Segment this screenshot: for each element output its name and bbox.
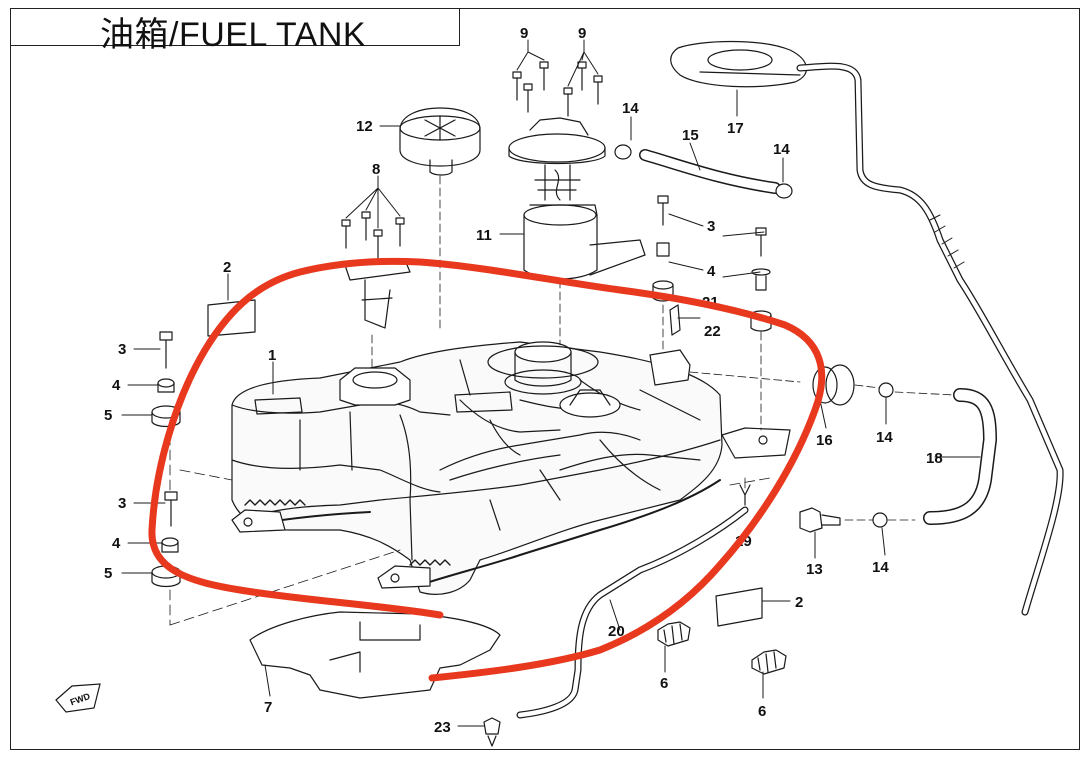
- left-hardware-upper: [151, 331, 181, 428]
- callout-3b: 3: [118, 341, 126, 358]
- callout-7: 7: [264, 699, 272, 716]
- callout-9a: 9: [520, 25, 528, 42]
- callout-6a: 6: [660, 675, 668, 692]
- callout-14b: 14: [773, 141, 790, 158]
- leader-lines: [121, 39, 981, 727]
- callout-2b: 2: [795, 594, 803, 611]
- fastener-23: [483, 717, 501, 747]
- callout-14d: 14: [872, 559, 889, 576]
- pad-2-lower: [715, 587, 763, 627]
- callout-6b: 6: [758, 703, 766, 720]
- heat-shield-7: [249, 611, 501, 699]
- fuel-cap: [399, 107, 481, 176]
- callout-11: 11: [476, 227, 492, 244]
- callout-4a: 4: [707, 263, 716, 280]
- vent-line: [796, 62, 1064, 616]
- drawing-frame: [10, 8, 1080, 750]
- clip-6a: [657, 621, 691, 647]
- callout-16: 16: [816, 432, 833, 449]
- hose-20: [516, 506, 749, 719]
- hose-18: [923, 388, 997, 525]
- callout-15: 15: [682, 127, 699, 144]
- callout-4c: 4: [112, 535, 121, 552]
- callout-20: 20: [608, 623, 625, 640]
- title-box: 油箱/FUEL TANK: [10, 8, 460, 54]
- bolts-8: [341, 211, 411, 329]
- fwd-arrow-icon: FWD: [55, 683, 101, 713]
- fuel-pump-assembly: [508, 117, 646, 280]
- callout-14a: 14: [622, 100, 639, 117]
- callout-3c: 3: [118, 495, 126, 512]
- callout-2a: 2: [223, 259, 231, 276]
- red-annotation-outline: [148, 257, 826, 682]
- fuel-tank-body: [231, 341, 791, 595]
- sensor-13: [799, 507, 841, 533]
- page-title: 油箱/FUEL TANK: [100, 16, 367, 54]
- callout-labels: 9 9 12 8 14 15 17 14 11 3 4 21 22 2 1 3 …: [104, 25, 943, 736]
- clip-6b: [751, 649, 787, 675]
- callout-18: 18: [926, 450, 943, 467]
- callout-5a: 5: [104, 407, 112, 424]
- callout-3a: 3: [707, 218, 715, 235]
- callout-13: 13: [806, 561, 823, 578]
- callout-4b: 4: [112, 377, 121, 394]
- callout-23: 23: [434, 719, 451, 736]
- callout-9b: 9: [578, 25, 586, 42]
- callout-12: 12: [356, 118, 373, 135]
- callout-17: 17: [727, 120, 744, 137]
- callout-8: 8: [372, 161, 380, 178]
- callout-1: 1: [268, 347, 276, 364]
- part-17-bracket: [670, 40, 807, 88]
- callout-5b: 5: [104, 565, 112, 582]
- hose-15: [614, 144, 793, 199]
- callout-22: 22: [704, 323, 721, 340]
- bolts-9: [512, 61, 603, 117]
- guide-lines: [169, 419, 771, 626]
- callout-14c: 14: [876, 429, 893, 446]
